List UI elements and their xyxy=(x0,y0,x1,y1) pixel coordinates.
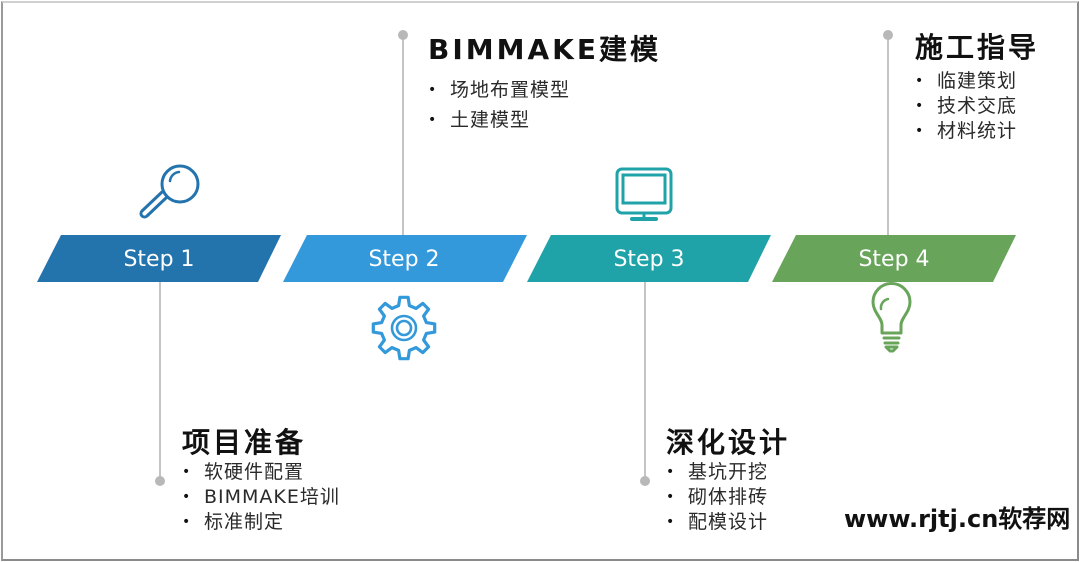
step-label-3: Step 3 xyxy=(613,247,684,272)
lightbulb-icon xyxy=(871,282,912,353)
step-2-details: BIMMAKE建模 •场地布置模型 •土建模型 xyxy=(428,33,661,135)
connector-dot-step-1 xyxy=(155,476,165,486)
bullet-icon: • xyxy=(182,464,192,480)
bullet-icon: • xyxy=(666,514,676,530)
step-banner-3: Step 3 xyxy=(527,235,771,282)
step-4-details: 施工指导 •临建策划 •技术交底 •材料统计 xyxy=(915,31,1039,144)
bullet-icon: • xyxy=(666,489,676,505)
list-item: •技术交底 xyxy=(915,95,1018,117)
list-item: •土建模型 xyxy=(428,105,661,135)
bullet-icon: • xyxy=(428,112,438,128)
bullet-icon: • xyxy=(915,123,925,139)
step-label-2: Step 2 xyxy=(368,247,439,272)
step-3-title: 深化设计 xyxy=(666,426,791,459)
bullet-icon: • xyxy=(182,489,192,505)
step-3-list: •基坑开挖 •砌体排砖 •配模设计 xyxy=(666,460,790,535)
connector-dot-step-2 xyxy=(398,30,408,40)
step-banner-1: Step 1 xyxy=(37,235,281,282)
bullet-icon: • xyxy=(666,464,676,480)
connector-dot-step-4 xyxy=(883,30,893,40)
connector-dot-step-3 xyxy=(640,476,650,486)
list-item: •标准制定 xyxy=(182,511,285,533)
magnifier-icon xyxy=(139,164,200,219)
step-1-details: 项目准备 •软硬件配置 •BIMMAKE培训 •标准制定 xyxy=(182,426,340,535)
list-item: •基坑开挖 xyxy=(666,461,769,483)
list-item: •软硬件配置 xyxy=(182,461,305,483)
list-item: •砌体排砖 xyxy=(666,486,769,508)
watermark: www.rjtj.cn软荐网 xyxy=(844,505,1071,533)
step-label-1: Step 1 xyxy=(123,247,194,272)
gear-icon xyxy=(371,295,437,361)
list-item: •场地布置模型 xyxy=(428,75,661,105)
list-item: •配模设计 xyxy=(666,511,769,533)
step-2-title: BIMMAKE建模 xyxy=(428,33,661,66)
list-item: •材料统计 xyxy=(915,120,1018,142)
bullet-icon: • xyxy=(915,98,925,114)
bullet-icon: • xyxy=(182,514,192,530)
monitor-icon xyxy=(615,167,673,221)
step-4-list: •临建策划 •技术交底 •材料统计 xyxy=(915,69,1039,144)
step-1-title: 项目准备 xyxy=(182,426,307,459)
step-1-list: •软硬件配置 •BIMMAKE培训 •标准制定 xyxy=(182,460,340,535)
step-4-title: 施工指导 xyxy=(915,31,1040,64)
list-item: •BIMMAKE培训 xyxy=(182,486,340,508)
step-3-details: 深化设计 •基坑开挖 •砌体排砖 •配模设计 xyxy=(666,426,790,535)
step-banner-2: Step 2 xyxy=(283,235,527,282)
step-banner-4: Step 4 xyxy=(772,235,1016,282)
bullet-icon: • xyxy=(428,82,438,98)
bullet-icon: • xyxy=(915,73,925,89)
step-label-4: Step 4 xyxy=(858,247,929,272)
step-2-list: •场地布置模型 •土建模型 xyxy=(428,75,661,135)
list-item: •临建策划 xyxy=(915,70,1018,92)
